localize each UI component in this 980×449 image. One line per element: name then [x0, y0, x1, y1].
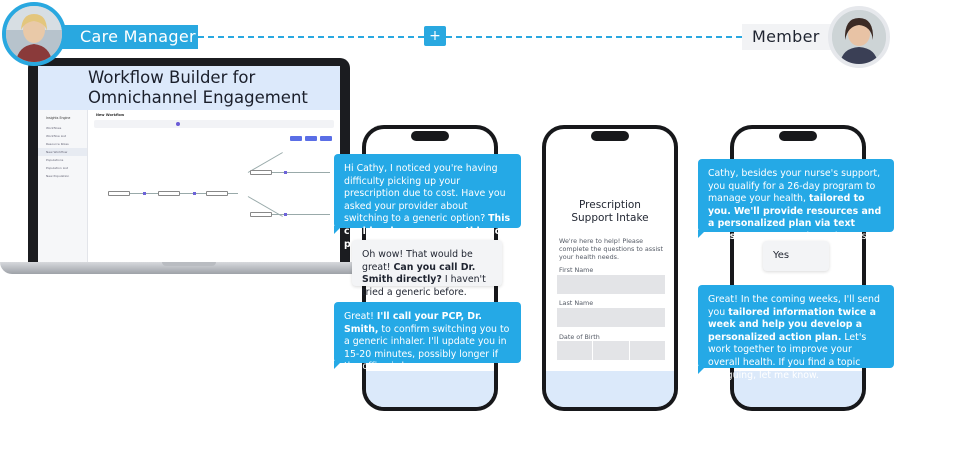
dob-year-field[interactable] — [629, 341, 665, 360]
laptop-base — [0, 262, 378, 274]
workflow-settings-bar[interactable] — [94, 120, 334, 128]
step-indicator-icon — [176, 122, 180, 126]
member-label: Member — [742, 24, 832, 50]
brand-name: Insights Engine — [46, 116, 71, 120]
sidebar-item-population-list[interactable]: Population List — [46, 166, 68, 170]
phone-footer — [366, 371, 494, 407]
phone-footer — [734, 371, 862, 407]
flow-connector-icon — [284, 171, 287, 174]
member-message-1: Oh wow! That would be great! Can you cal… — [352, 240, 502, 298]
phone-screen-2 — [546, 129, 674, 407]
last-name-label: Last Name — [559, 299, 594, 307]
workflow-main-title: New Workflow — [96, 113, 125, 117]
workflow-sidebar: Insights Engine Workflows Workflow List … — [38, 110, 88, 262]
message-text: Interested? Reply "yes". — [758, 230, 874, 242]
phone-notch — [591, 131, 629, 141]
message-bold-text: tailored information twice a week and he… — [708, 306, 876, 343]
workflow-builder-header — [38, 66, 340, 110]
connector-plus-icon[interactable]: + — [424, 26, 446, 46]
message-text: Cathy, besides your nurse's support, you… — [708, 168, 881, 205]
sidebar-item-resource-roles[interactable]: Resource Roles — [46, 142, 69, 146]
message-text: Hi Cathy, I noticed you're having diffic… — [344, 163, 506, 225]
phone-footer — [546, 371, 674, 407]
toolbar-button-1[interactable] — [290, 136, 302, 141]
flow-link — [270, 172, 330, 173]
phone-notch — [779, 131, 817, 141]
message-text: Great! — [344, 311, 377, 322]
toolbar-button-3[interactable] — [320, 136, 332, 141]
care-manager-avatar — [2, 2, 66, 66]
date-of-birth-field[interactable] — [557, 341, 665, 360]
sidebar-item-populations[interactable]: Populations — [46, 158, 64, 162]
care-manager-message-1: Hi Cathy, I noticed you're having diffic… — [334, 154, 521, 250]
intake-form-intro: We're here to help! Please complete the … — [559, 237, 664, 261]
last-name-field[interactable] — [557, 308, 665, 327]
flow-node-send-sms-2[interactable] — [250, 212, 272, 217]
message-text: Great! In the coming weeks, I'll send yo… — [708, 294, 880, 318]
dob-month-field[interactable] — [557, 341, 593, 360]
flow-node-filter[interactable] — [206, 191, 228, 196]
date-of-birth-label: Date of Birth — [559, 333, 600, 341]
bubble-tail — [698, 366, 706, 374]
flow-connector-icon — [284, 213, 287, 216]
flow-connector-icon — [193, 192, 196, 195]
workflow-builder-screen: Workflow Builder for Omnichannel Engagem… — [38, 66, 340, 262]
bubble-tail — [698, 230, 706, 238]
intake-form-title: Prescription Support Intake — [571, 199, 649, 224]
connector-line-right — [446, 36, 742, 38]
connector-line-left — [198, 36, 424, 38]
member-reply-yes: Yes — [763, 241, 829, 271]
toolbar-button-2[interactable] — [305, 136, 317, 141]
first-name-field[interactable] — [557, 275, 665, 294]
flow-node-send-sms[interactable] — [250, 170, 272, 175]
workflow-builder-title: Workflow Builder for Omnichannel Engagem… — [88, 68, 308, 107]
sidebar-item-workflow-list[interactable]: Workflow List — [46, 134, 66, 138]
member-avatar — [828, 6, 890, 68]
phone-notch — [411, 131, 449, 141]
message-text: I haven't tried a generic before. — [362, 274, 486, 298]
message-bold-text: I'll call your PCP, Dr. Smith, — [344, 311, 482, 335]
first-name-label: First Name — [559, 266, 594, 274]
care-manager-label: Care Manager — [62, 25, 198, 49]
care-manager-message-4: Great! In the coming weeks, I'll send yo… — [698, 285, 894, 381]
care-manager-message-2: Great! I'll call your PCP, Dr. Smith, to… — [334, 302, 521, 372]
bubble-tail — [334, 361, 342, 369]
care-manager-message-3: Cathy, besides your nurse's support, you… — [698, 159, 894, 242]
flow-node-send-link[interactable] — [108, 191, 130, 196]
flow-link — [270, 214, 330, 215]
flow-link — [128, 193, 238, 194]
message-bold-text: tailored to you. We'll provide resources… — [708, 193, 882, 242]
sidebar-item-workflows[interactable]: Workflows — [46, 126, 62, 130]
dob-day-field[interactable] — [593, 341, 629, 360]
message-text: to confirm switching you to a generic in… — [344, 323, 510, 373]
sidebar-item-new-population[interactable]: New Population — [46, 174, 70, 178]
message-text: Yes — [773, 250, 790, 261]
sidebar-item-new-workflow[interactable]: New Workflow — [38, 148, 87, 156]
message-bold-text: Can you call Dr. Smith directly? — [362, 261, 476, 286]
message-text: Let's work together to improve your over… — [708, 331, 867, 381]
laptop-notch — [162, 262, 216, 266]
message-text: Oh wow! That would be great! — [362, 249, 473, 273]
bubble-tail — [334, 226, 342, 234]
flow-node-trigger[interactable] — [158, 191, 180, 196]
flow-connector-icon — [143, 192, 146, 195]
